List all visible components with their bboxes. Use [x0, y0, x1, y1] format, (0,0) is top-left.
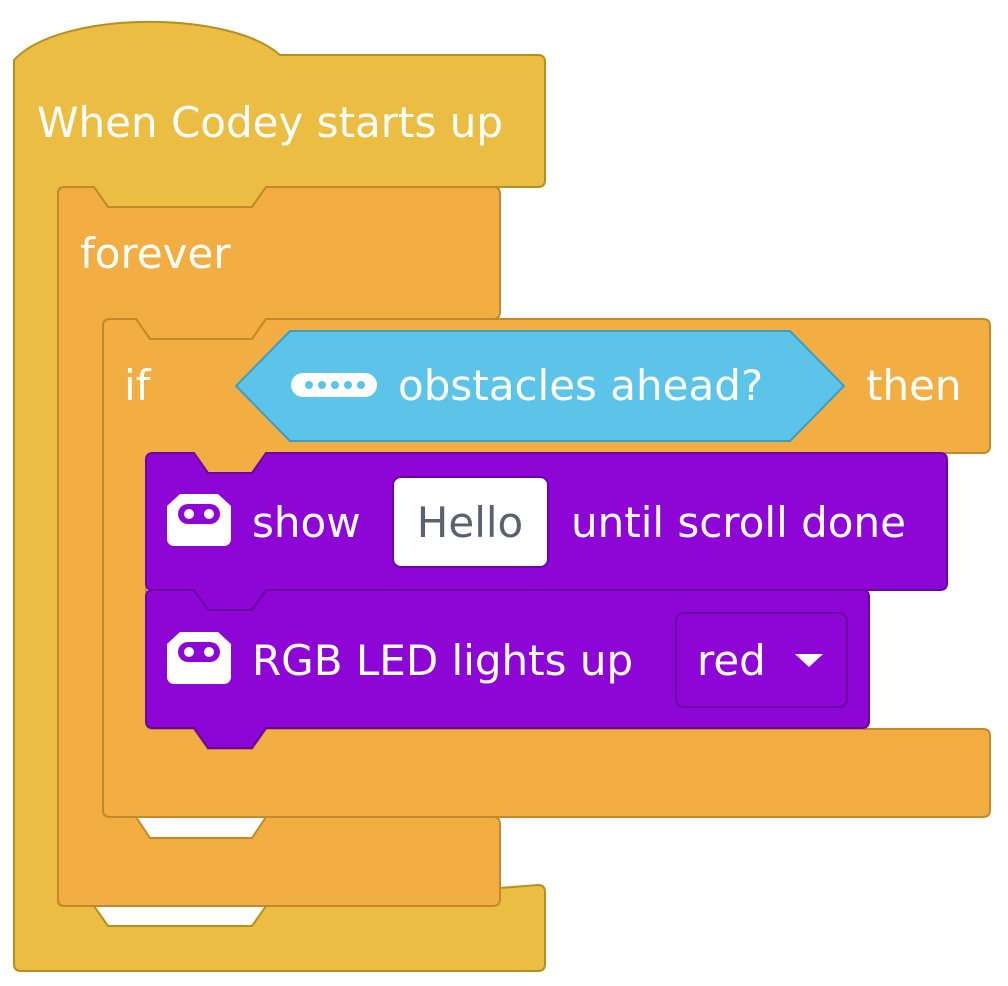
rgb-led-lights-up-block[interactable]: RGB LED lights up red	[145, 589, 870, 749]
rgb-led-label: RGB LED lights up	[252, 636, 633, 685]
condition-hexagon	[234, 330, 846, 442]
if-keyword: if	[124, 361, 152, 410]
obstacles-ahead-condition[interactable]: obstacles ahead?	[234, 330, 846, 442]
condition-label: obstacles ahead?	[398, 361, 763, 410]
obstacle-sensor-icon	[291, 373, 377, 397]
codey-robot-icon	[167, 632, 231, 684]
codey-robot-icon	[167, 494, 231, 546]
hat-block-label: When Codey starts up	[37, 98, 503, 147]
color-dropdown[interactable]: red	[675, 612, 848, 708]
then-keyword: then	[866, 361, 962, 410]
hello-text-input[interactable]: Hello	[392, 476, 549, 568]
show-label: show	[252, 498, 361, 547]
hello-text-value: Hello	[417, 498, 523, 547]
color-dropdown-value: red	[697, 636, 766, 685]
show-text-until-scroll-done-block[interactable]: show Hello until scroll done	[145, 452, 948, 611]
caret-down-icon	[795, 654, 823, 667]
until-scroll-done-label: until scroll done	[571, 498, 906, 547]
forever-block-label: forever	[80, 229, 231, 278]
